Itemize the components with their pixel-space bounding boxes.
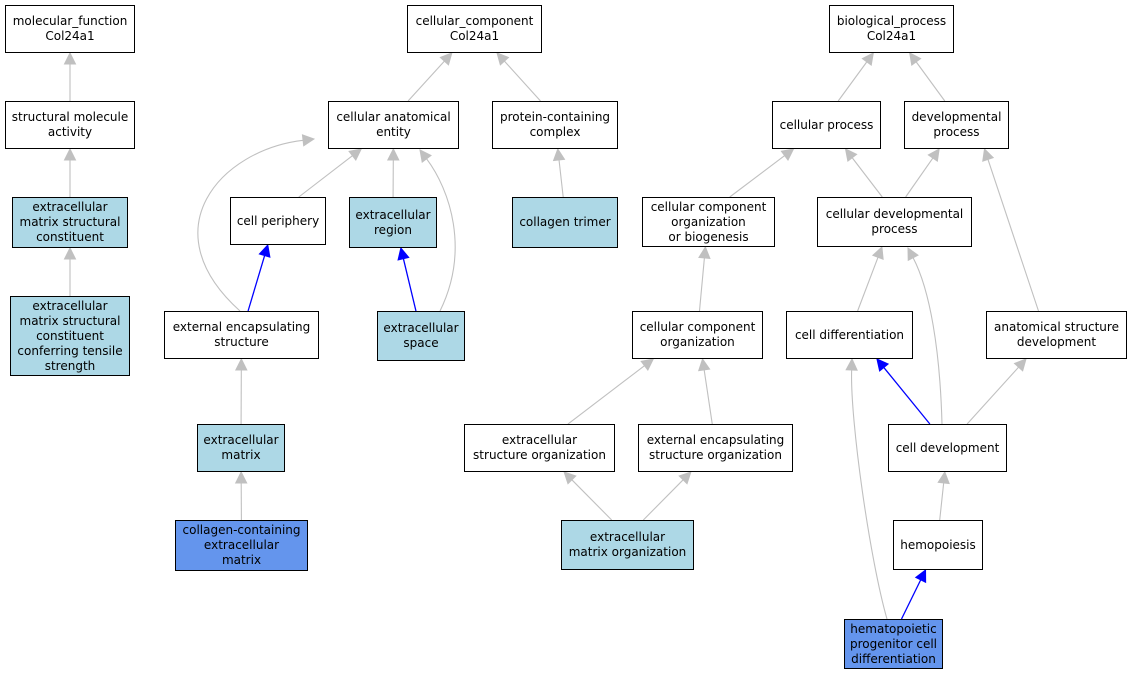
edge-cell-development-to-cellular-developmental-process-arrowhead: [907, 247, 919, 262]
edge-cell-periphery-to-cellular-anatomical-entity-arrowhead: [348, 148, 363, 162]
node-cell-periphery: cell periphery: [230, 197, 326, 245]
edge-external-encapsulating-structure-to-cellular-anatomical-entity: [197, 139, 304, 312]
node-structural-molecule-activity: structural molecule activity: [5, 101, 135, 149]
edge-external-encapsulating-structure-to-cell-periphery-arrowhead: [258, 243, 271, 258]
node-hpc-differentiation: hematopoietic progenitor cell differenti…: [844, 619, 943, 669]
edge-external-encapsulating-structure-to-cell-periphery: [247, 255, 266, 312]
edge-extracellular-matrix-to-external-encapsulating-structure-arrowhead: [235, 357, 248, 371]
edge-protein-containing-complex-to-cc-root-arrowhead: [496, 52, 510, 66]
edge-cell-differentiation-to-cellular-developmental-process-arrowhead: [871, 245, 884, 260]
node-external-encapsulating-structure: external encapsulating structure: [164, 311, 319, 359]
node-extracellular-matrix: extracellular matrix: [197, 424, 285, 472]
edge-external-encapsulating-structure-to-cellular-anatomical-entity-arrowhead: [301, 134, 316, 147]
edge-developmental-process-to-bp-root-arrowhead: [909, 52, 922, 67]
edge-cell-development-to-cellular-developmental-process: [912, 257, 943, 425]
edge-cell-development-to-cell-differentiation: [883, 367, 931, 425]
edge-cell-development-to-anatomical-structure-development-arrowhead: [1013, 358, 1027, 372]
edge-extracellular-space-to-cellular-anatomical-entity: [426, 158, 456, 312]
edge-cellular-developmental-process-to-cellular-process-arrowhead: [844, 148, 858, 162]
edge-cc-org-biogenesis-to-cellular-process-arrowhead: [780, 148, 795, 161]
edge-extracellular-region-to-cellular-anatomical-entity-arrowhead: [386, 147, 400, 161]
node-cell-development: cell development: [888, 424, 1007, 472]
edge-extracellular-space-to-extracellular-region: [402, 258, 417, 312]
node-collagen-ecm: collagen-containing extracellular matrix: [175, 520, 308, 571]
node-ecm-tensile: extracellular matrix structural constitu…: [10, 296, 130, 376]
edge-developmental-process-to-bp-root: [915, 61, 946, 102]
edge-anatomical-structure-development-to-developmental-process-arrowhead: [982, 147, 995, 162]
edge-extracellular-space-to-cellular-anatomical-entity-arrowhead: [419, 149, 432, 163]
node-cellular-process: cellular process: [772, 101, 881, 149]
node-hemopoiesis: hemopoiesis: [893, 520, 983, 570]
edge-collagen-ecm-to-extracellular-matrix-arrowhead: [234, 470, 248, 484]
edge-ecm-structural-constituent-to-structural-molecule-activity-arrowhead: [63, 147, 77, 161]
edge-collagen-trimer-to-protein-containing-complex-arrowhead: [552, 147, 566, 162]
edge-cellular-developmental-process-to-cellular-process: [851, 157, 883, 198]
edge-hemopoiesis-to-cell-development-arrowhead: [937, 470, 950, 485]
node-cellular-anatomical-entity: cellular anatomical entity: [328, 101, 459, 149]
edge-external-encapsulating-structure-organization-to-cc-organization-arrowhead: [698, 357, 711, 372]
edge-external-encapsulating-structure-organization-to-cc-organization: [703, 369, 713, 425]
edge-cc-org-biogenesis-to-cellular-process: [729, 155, 786, 198]
node-bp-root: biological_process Col24a1: [829, 5, 954, 53]
node-extracellular-structure-organization: extracellular structure organization: [464, 424, 615, 472]
edge-cellular-process-to-bp-root: [837, 61, 868, 102]
edge-cell-differentiation-to-cellular-developmental-process: [857, 257, 879, 312]
edge-collagen-trimer-to-protein-containing-complex: [558, 159, 564, 198]
edge-hpc-differentiation-to-hemopoiesis: [900, 579, 922, 620]
edge-cell-development-to-anatomical-structure-development: [966, 366, 1020, 425]
edge-hpc-differentiation-to-hemopoiesis-arrowhead: [914, 568, 927, 584]
edge-cc-organization-to-cc-org-biogenesis: [698, 257, 705, 312]
edge-hpc-differentiation-to-cell-differentiation-arrowhead: [845, 357, 858, 371]
node-cc-root: cellular_component Col24a1: [407, 5, 542, 53]
edge-cc-organization-to-cc-org-biogenesis-arrowhead: [698, 245, 711, 260]
node-extracellular-space: extracellular space: [377, 311, 465, 361]
edge-ecm-tensile-to-ecm-structural-constituent-arrowhead: [63, 246, 77, 260]
edge-cellular-developmental-process-to-developmental-process: [905, 157, 934, 198]
node-extracellular-region: extracellular region: [349, 197, 437, 248]
node-collagen-trimer: collagen trimer: [512, 197, 618, 248]
node-protein-containing-complex: protein-containing complex: [492, 101, 618, 149]
node-cc-org-biogenesis: cellular component organization or bioge…: [642, 197, 775, 247]
edge-ecm-organization-to-external-encapsulating-structure-organization: [642, 479, 684, 521]
node-cc-organization: cellular component organization: [632, 311, 763, 359]
edge-cellular-process-to-bp-root-arrowhead: [861, 52, 874, 67]
edge-protein-containing-complex-to-cc-root: [504, 60, 541, 102]
edge-ecm-organization-to-extracellular-structure-organization: [571, 479, 613, 521]
edge-cellular-anatomical-entity-to-cc-root-arrowhead: [439, 52, 453, 66]
node-ecm-structural-constituent: extracellular matrix structural constitu…: [12, 197, 128, 248]
node-mf-root: molecular_function Col24a1: [5, 5, 135, 53]
edge-extracellular-structure-organization-to-cc-organization: [567, 365, 645, 425]
edge-anatomical-structure-development-to-developmental-process: [987, 159, 1040, 312]
edge-structural-molecule-activity-to-mf-root-arrowhead: [63, 51, 77, 65]
edge-extracellular-space-to-extracellular-region-arrowhead: [397, 246, 410, 261]
edge-cell-development-to-cell-differentiation-arrowhead: [876, 358, 890, 372]
edge-hpc-differentiation-to-cell-differentiation: [851, 369, 888, 620]
node-ecm-organization: extracellular matrix organization: [561, 520, 694, 570]
edge-ecm-organization-to-extracellular-structure-organization-arrowhead: [563, 471, 577, 485]
edge-ecm-organization-to-external-encapsulating-structure-organization-arrowhead: [678, 471, 692, 485]
node-cellular-developmental-process: cellular developmental process: [817, 197, 972, 247]
node-external-encapsulating-structure-organization: external encapsulating structure organiz…: [638, 424, 793, 472]
node-developmental-process: developmental process: [904, 101, 1009, 149]
edge-cellular-anatomical-entity-to-cc-root: [407, 60, 445, 102]
edge-extracellular-structure-organization-to-cc-organization-arrowhead: [640, 358, 655, 371]
node-cell-differentiation: cell differentiation: [786, 311, 913, 359]
node-anatomical-structure-development: anatomical structure development: [986, 311, 1127, 359]
edge-cell-periphery-to-cellular-anatomical-entity: [298, 155, 353, 198]
edge-hemopoiesis-to-cell-development: [939, 482, 945, 521]
edge-cellular-developmental-process-to-developmental-process-arrowhead: [927, 148, 940, 163]
